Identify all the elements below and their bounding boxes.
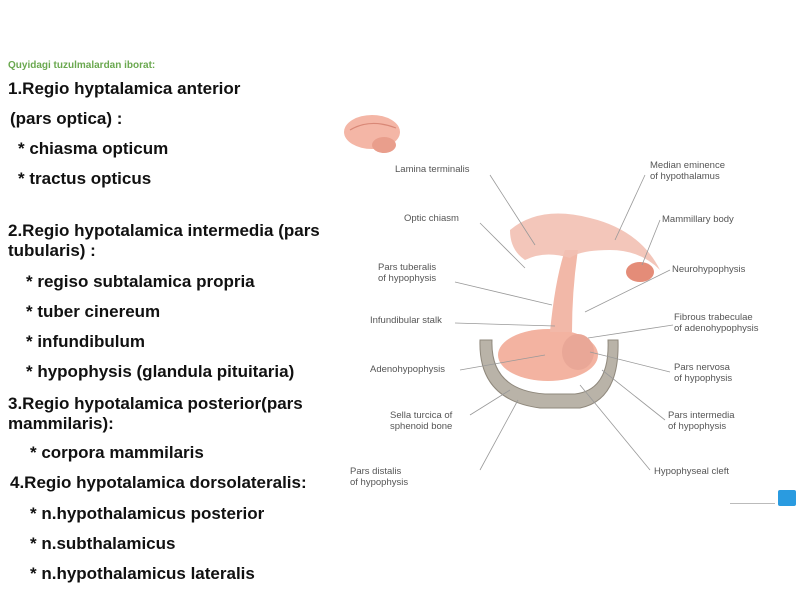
list-item: * tuber cinereum (26, 302, 161, 321)
label-adenohypophysis: Adenohypophysis (370, 364, 445, 375)
list-item: * regiso subtalamica propria (26, 272, 255, 291)
label-mammillary-body: Mammillary body (662, 214, 734, 225)
mammillary-body-shape (626, 262, 654, 282)
list-item: * n.subthalamicus (30, 534, 176, 553)
pituitary-diagram: Lamina terminalis Optic chiasm Pars tube… (344, 115, 759, 488)
region-4-title: 4.Regio hypotalamica dorsolateralis: (10, 473, 307, 492)
slide-subtitle: Quyidagi tuzulmalardan iborat: (8, 60, 156, 71)
region-1-title: 1.Regio hyptalamica anterior (8, 79, 241, 98)
label-lamina-terminalis: Lamina terminalis (395, 164, 470, 175)
watermark-logo-icon (778, 490, 796, 506)
region-3-title: 3.Regio hypotalamica posterior(pars mamm… (8, 394, 303, 433)
list-item: * n.hypothalamicus posterior (30, 504, 265, 523)
list-item: * hypophysis (glandula pituitaria) (26, 362, 295, 381)
label-infundibular-stalk: Infundibular stalk (370, 315, 442, 326)
label-optic-chiasm: Optic chiasm (404, 213, 459, 224)
list-item: * corpora mammilaris (30, 443, 204, 462)
sella-turcica-shape (479, 339, 619, 409)
neurohypophysis-shape (562, 334, 594, 370)
label-neurohypophysis: Neurohypophysis (672, 264, 746, 275)
region-1-subtitle: (pars optica) : (10, 109, 123, 128)
watermark-line (730, 503, 775, 504)
list-item: * chiasma opticum (18, 139, 169, 158)
list-item: * infundibulum (26, 332, 145, 351)
label-hypophyseal-cleft: Hypophyseal cleft (654, 466, 729, 477)
brain-thumbnail-icon (344, 115, 400, 153)
hypothalamus-shape (510, 213, 660, 270)
infundibular-stalk-shape (550, 250, 578, 332)
list-item: * tractus opticus (18, 169, 152, 188)
list-item: * n.hypothalamicus lateralis (30, 564, 255, 583)
region-2-title: 2.Regio hypotalamica intermedia (pars tu… (8, 221, 320, 260)
